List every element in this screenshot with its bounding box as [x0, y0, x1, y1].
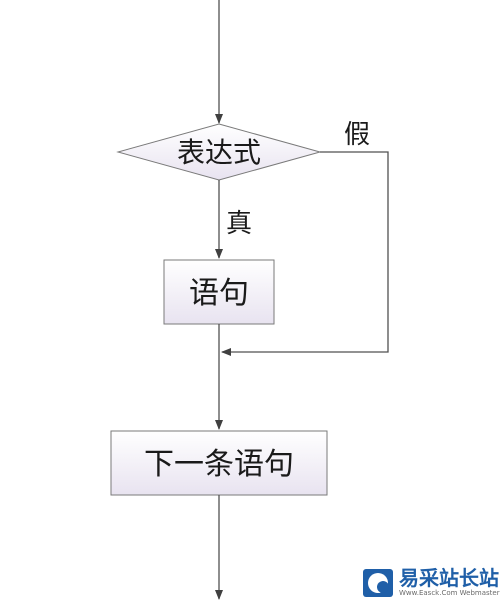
true-label: 真 [226, 209, 252, 239]
next-statement-label: 下一条语句 [144, 447, 294, 482]
site-logo-icon [363, 569, 393, 597]
statement-box [163, 259, 275, 325]
decision-label: 表达式 [177, 136, 261, 169]
statement-label: 语句 [189, 276, 249, 311]
watermark-title: 易采站长站 [399, 566, 499, 590]
next-statement-box [110, 430, 328, 496]
watermark: 易采站长站 Www.Easck.Com Webmaster [363, 566, 500, 599]
false-label: 假 [344, 120, 370, 150]
watermark-subtitle: Www.Easck.Com Webmaster [399, 589, 500, 597]
false-branch-path [221, 151, 389, 356]
